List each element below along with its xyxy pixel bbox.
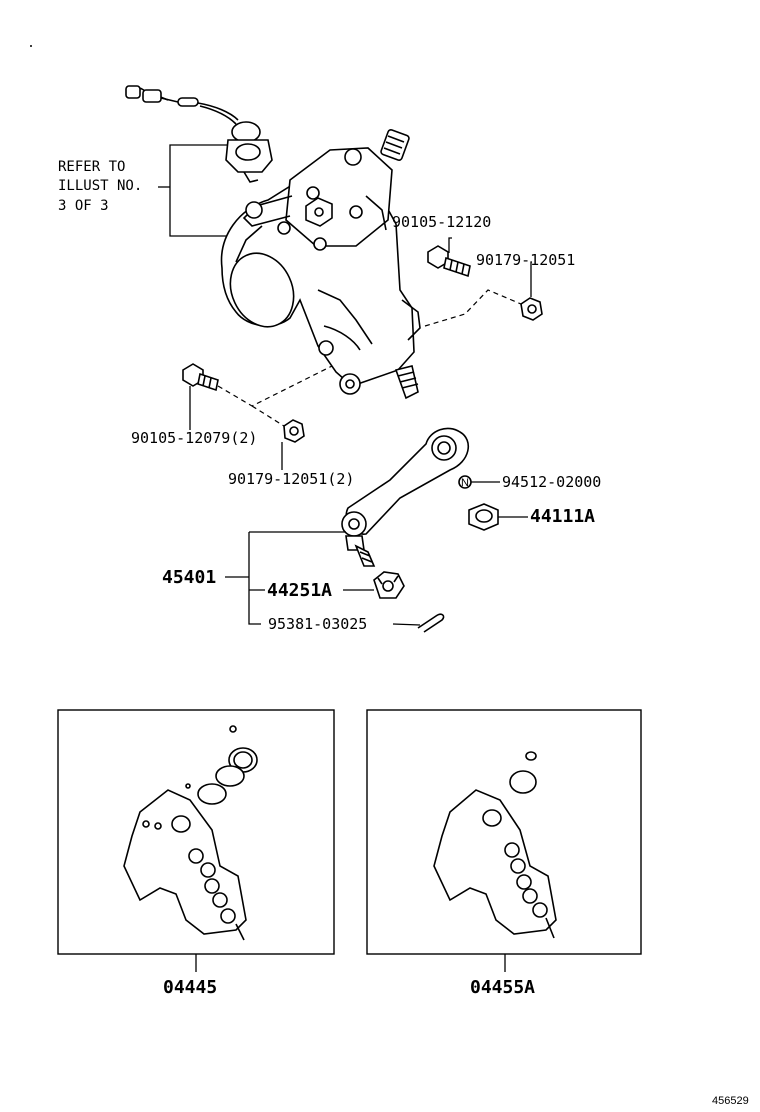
washer-symbol: N bbox=[461, 477, 469, 489]
refer-note: REFER TO ILLUST NO. 3 OF 3 bbox=[58, 144, 248, 237]
refer-note-line-1: REFER TO bbox=[58, 159, 125, 175]
bolt-top bbox=[427, 245, 471, 278]
label-nut-top: 90179-12051 bbox=[476, 251, 575, 269]
dashed-bolt-top bbox=[424, 289, 522, 327]
nut-left bbox=[283, 419, 305, 443]
dashed-bolt-left bbox=[217, 365, 333, 427]
leader-nut-top bbox=[530, 261, 532, 297]
steering-gear-housing bbox=[220, 129, 421, 400]
refer-note-line-2: ILLUST NO. bbox=[58, 178, 142, 194]
refer-bracket bbox=[169, 144, 248, 237]
leader-bolt-top bbox=[448, 237, 452, 253]
assembly-bracket bbox=[225, 531, 346, 625]
label-bolt-left: 90105-12079(2) bbox=[131, 429, 257, 447]
castle-nut bbox=[373, 571, 405, 599]
bolt-left bbox=[182, 363, 219, 392]
label-kit-right: 04455A bbox=[470, 977, 535, 998]
leader-cotter-pin bbox=[392, 623, 421, 626]
label-cotter-pin: 95381-03025 bbox=[268, 615, 367, 633]
gasket-kit-left bbox=[123, 725, 258, 941]
speck bbox=[30, 45, 32, 47]
washer: N bbox=[458, 475, 472, 489]
refer-note-line-3: 3 OF 3 bbox=[58, 198, 109, 214]
label-assembly: 45401 bbox=[162, 567, 216, 588]
label-bolt-top: 90105-12120 bbox=[392, 213, 491, 231]
label-kit-left: 04445 bbox=[163, 977, 217, 998]
label-washer: 94512-02000 bbox=[502, 473, 601, 491]
sensor-connector bbox=[125, 85, 273, 183]
nut-top bbox=[520, 297, 543, 321]
pitman-arm bbox=[341, 427, 470, 567]
diagram-id: 456529 bbox=[712, 1095, 749, 1107]
label-castle-nut: 44251A bbox=[267, 580, 332, 601]
cotter-pin bbox=[417, 613, 445, 633]
label-nut-left: 90179-12051(2) bbox=[228, 470, 354, 488]
nut-arm bbox=[468, 503, 499, 531]
gasket-kit-right bbox=[433, 751, 557, 939]
label-nut-arm: 44111A bbox=[530, 506, 595, 527]
